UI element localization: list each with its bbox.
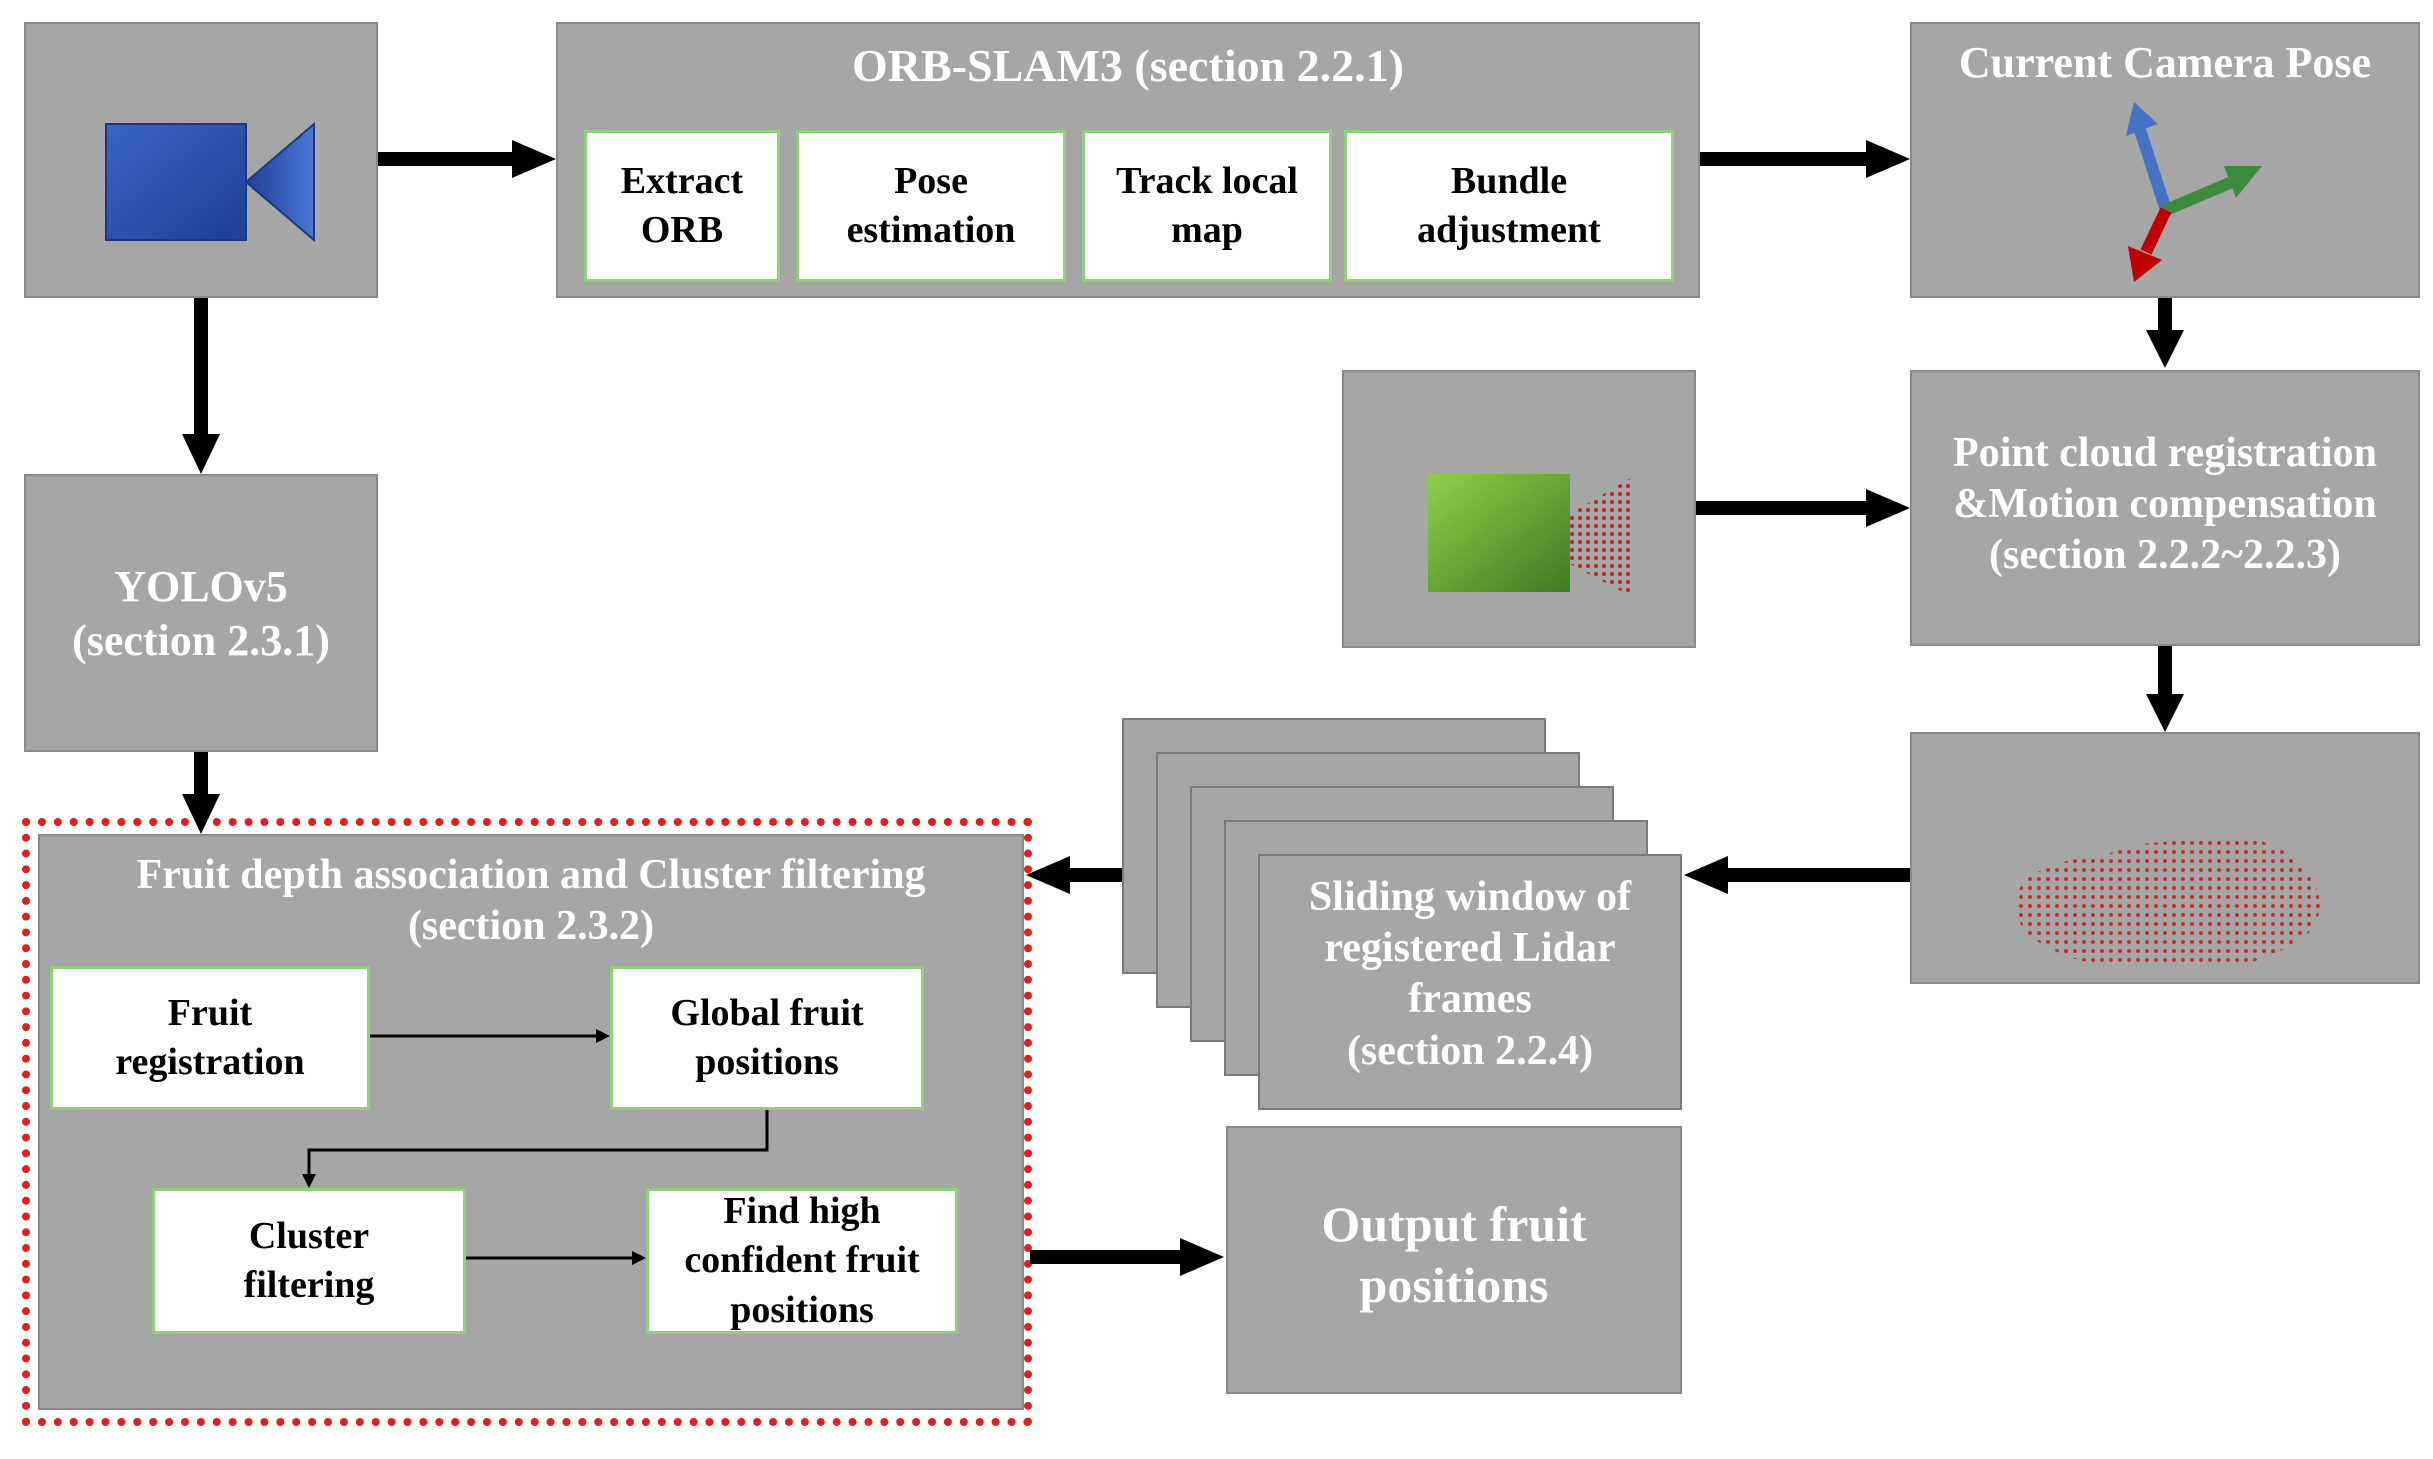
arrow-lidar-to-registration <box>1696 501 1868 515</box>
camera-input-box <box>24 22 378 298</box>
global-fruit-positions-step: Global fruit positions <box>610 966 924 1110</box>
cluster-filtering-step: Cluster filtering <box>152 1188 466 1334</box>
output-title: Output fruit positions <box>1321 1196 1587 1313</box>
arrow-camera-to-orbslam <box>378 152 514 166</box>
lidar-sensor-box <box>1342 370 1696 648</box>
arrow-pose-to-registration <box>2158 298 2172 332</box>
point-cloud-icon <box>2008 830 2328 970</box>
arrow-orbslam-to-pose <box>1700 152 1868 166</box>
yolo-title: YOLOv5 (section 2.3.1) <box>72 562 330 665</box>
sliding-window-title: Sliding window of registered Lidar frame… <box>1308 874 1632 1074</box>
pose-axes-icon <box>2112 102 2282 282</box>
arrow-cloud-to-window <box>1726 868 1910 882</box>
arrow-association-to-output <box>1030 1250 1182 1264</box>
video-camera-icon <box>104 121 344 243</box>
arrow-camera-to-yolo <box>194 298 208 436</box>
arrow-window-to-association <box>1068 868 1122 882</box>
fruit-registration-step: Fruit registration <box>50 966 370 1110</box>
extract-orb-step: Extract ORB <box>584 130 780 282</box>
sliding-window-box: Sliding window of registered Lidar frame… <box>1258 854 1682 1110</box>
bundle-adjustment-step: Bundle adjustment <box>1344 130 1674 282</box>
registration-title: Point cloud registration &Motion compens… <box>1953 430 2377 579</box>
highlight-dashed-border <box>22 818 1032 1426</box>
arrow-yolo-to-association <box>194 752 208 796</box>
arrow-global-to-cluster <box>307 1110 769 1174</box>
arrow-registration-to-cloud <box>2158 646 2172 696</box>
pose-estimation-step: Pose estimation <box>796 130 1066 282</box>
point-cloud-box <box>1910 732 2420 984</box>
track-local-map-step: Track local map <box>1082 130 1332 282</box>
orb-slam3-title: ORB-SLAM3 (section 2.2.1) <box>852 40 1404 91</box>
registration-box: Point cloud registration &Motion compens… <box>1910 370 2420 646</box>
lidar-sensor-icon <box>1424 474 1654 604</box>
high-confident-positions-step: Find high confident fruit positions <box>646 1188 958 1334</box>
camera-pose-title: Current Camera Pose <box>1958 38 2372 87</box>
fruit-association-title: Fruit depth association and Cluster filt… <box>136 852 926 950</box>
yolo-box: YOLOv5 (section 2.3.1) <box>24 474 378 752</box>
camera-pose-box: Current Camera Pose <box>1910 22 2420 298</box>
output-box: Output fruit positions <box>1226 1126 1682 1394</box>
